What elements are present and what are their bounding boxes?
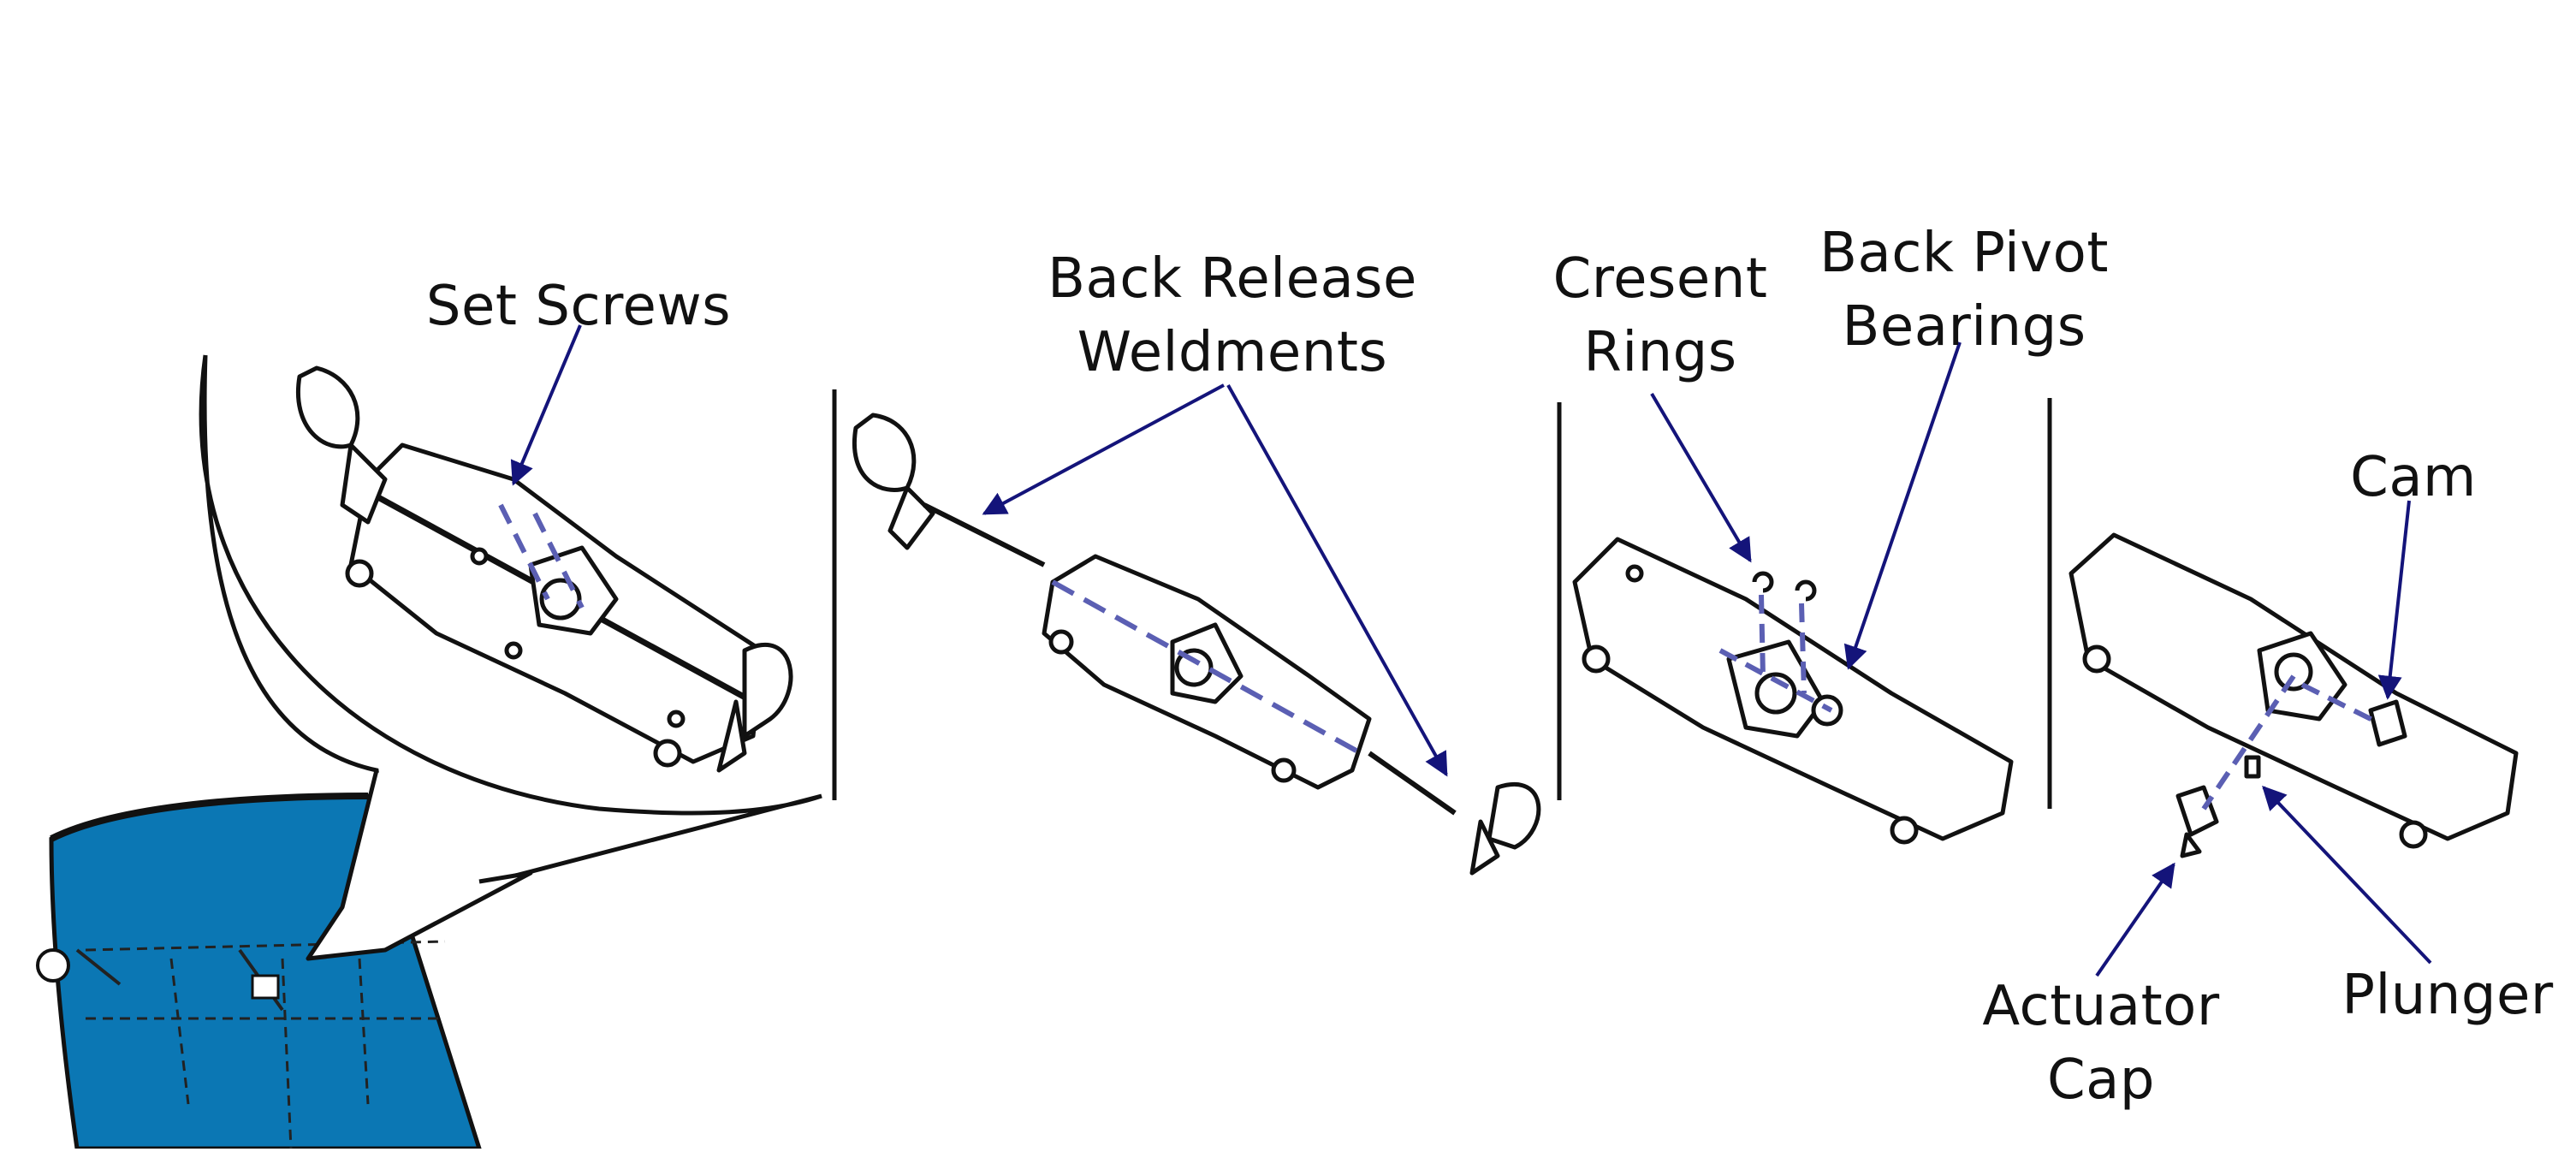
cam-text: Cam	[2350, 446, 2477, 509]
callout-balloon	[199, 354, 822, 911]
set-screws-text: Set Screws	[425, 275, 732, 338]
plunger-text: Plunger	[2342, 964, 2554, 1027]
chair-frame-dashed	[85, 940, 446, 1149]
cresent-rings-leader	[1650, 392, 1752, 563]
panel-3-rings-bearings	[1572, 537, 2014, 845]
label-cam: Cam	[2328, 441, 2499, 514]
weldments-text: Weldments	[1077, 321, 1388, 384]
crescent-ring-dashes	[1718, 594, 1833, 713]
leader-arrows	[510, 324, 2432, 977]
set-screws-leader	[510, 324, 582, 486]
rings-text: Rings	[1583, 321, 1737, 384]
cresent-text: Cresent	[1552, 247, 1768, 311]
label-actuator-cap: Actuator Cap	[1968, 970, 2234, 1117]
label-set-screws: Set Screws	[416, 270, 741, 343]
back-release-text: Back Release	[1048, 247, 1417, 311]
actuator-cap-leader	[2095, 862, 2175, 977]
chair-knob	[36, 948, 70, 983]
label-back-release-weldments: Back Release Weldments	[1036, 242, 1429, 389]
label-plunger: Plunger	[2328, 959, 2567, 1032]
callout-pointer-arrow	[306, 769, 533, 961]
actuator-text: Actuator	[1982, 975, 2220, 1038]
bearings-text: Bearings	[1842, 295, 2086, 359]
back-pivot-text: Back Pivot	[1819, 222, 2109, 285]
label-back-pivot-bearings: Back Pivot Bearings	[1814, 217, 2114, 364]
panel-4-cam-plunger	[2069, 532, 2519, 858]
label-cresent-rings: Cresent Rings	[1532, 242, 1789, 389]
plunger-axis-dashes	[2201, 674, 2381, 811]
weldment-axis-dash	[1051, 579, 1362, 756]
set-screw-dashes	[498, 503, 585, 609]
panel-1-assembled	[296, 365, 793, 773]
weldment-leader-right	[1226, 384, 1448, 777]
weldment-leader-left	[982, 383, 1225, 515]
cam-leader	[2377, 500, 2411, 700]
cap-text: Cap	[2046, 1048, 2156, 1112]
plunger-leader	[2262, 785, 2432, 965]
pivot-bearings-leader	[1843, 341, 1962, 670]
panel-2-weldments	[852, 413, 1541, 876]
